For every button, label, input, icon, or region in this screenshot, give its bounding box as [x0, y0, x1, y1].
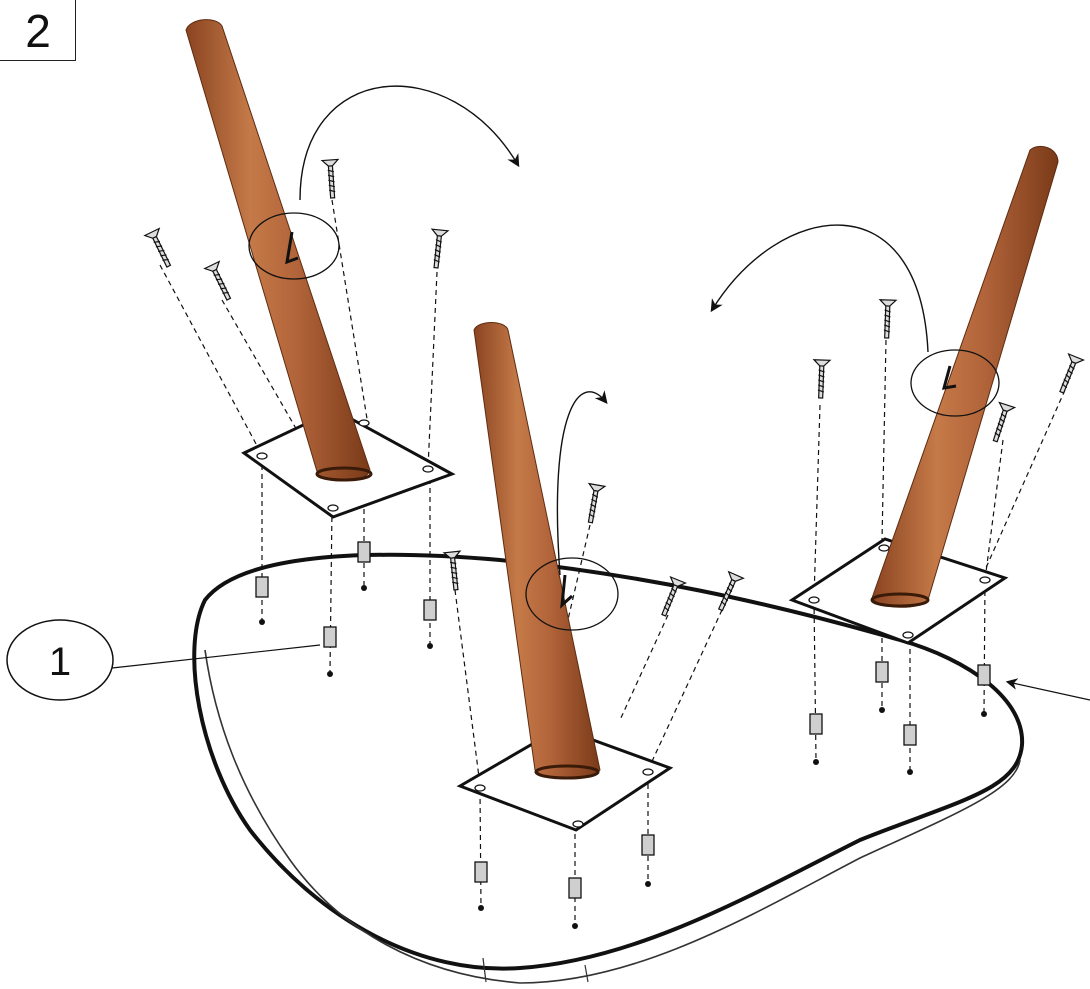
callout-number: 1 [49, 640, 71, 684]
rotation-arrow [299, 85, 520, 201]
step-number: 2 [25, 4, 51, 57]
screws-1 [143, 158, 450, 301]
step-number-box: 2 [0, 0, 76, 61]
inserts-1 [255, 541, 437, 648]
edge-arrow [1005, 678, 1090, 701]
rotation-arrow [710, 224, 929, 353]
leg-assembly-3 [710, 146, 1085, 775]
leg-assembly-2 [442, 322, 745, 929]
screws-3 [812, 299, 1085, 443]
guide-lines-3 [813, 339, 1066, 770]
insert-dots-2 [478, 881, 651, 929]
rotation-detail-circle [248, 212, 340, 280]
rotation-detail-circle [910, 349, 1000, 417]
leg [185, 19, 371, 482]
rotation-arrow [556, 390, 608, 576]
screws-2 [442, 482, 745, 617]
leg [871, 146, 1059, 608]
inserts-3 [809, 661, 991, 746]
callout-leader [111, 644, 321, 669]
leg-assembly-1 [143, 19, 520, 677]
insert-dots-3 [813, 707, 987, 775]
tabletop-thickness [204, 649, 1021, 984]
inserts-2 [474, 834, 655, 899]
insert-dots-1 [259, 585, 433, 677]
part-callout: 1 [6, 619, 321, 701]
callout-circle [6, 619, 114, 701]
rotation-detail-circle [525, 557, 619, 631]
